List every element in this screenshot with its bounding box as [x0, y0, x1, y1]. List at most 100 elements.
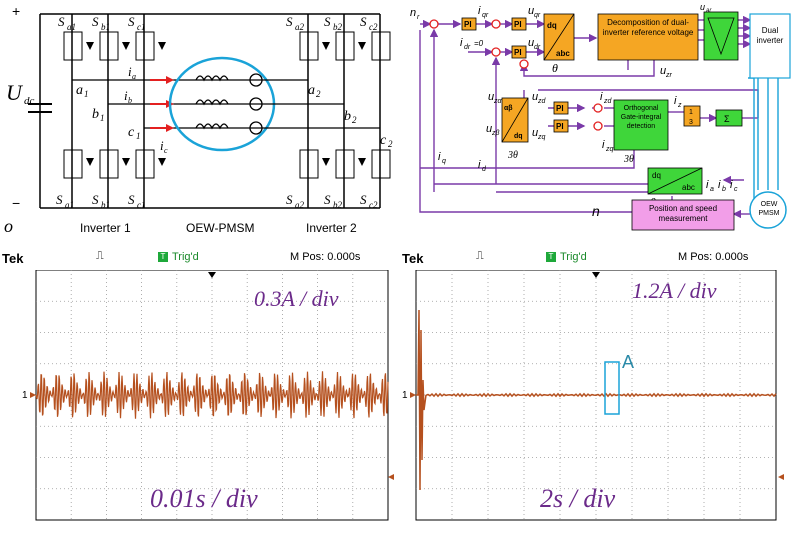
- svg-text:q: q: [442, 158, 446, 165]
- svg-text:i: i: [602, 139, 605, 151]
- svg-text:1: 1: [689, 109, 693, 116]
- svg-text:abc: abc: [682, 183, 695, 192]
- svg-text:n: n: [592, 203, 600, 219]
- control-diagram: PI PI PI PI PI dq abc θ Decomposition of…: [408, 0, 800, 240]
- dc-minus: −: [12, 195, 20, 211]
- svg-text:u: u: [532, 91, 538, 103]
- svg-text:u: u: [528, 5, 534, 17]
- leg-c1: [135, 14, 166, 208]
- svg-text:S: S: [360, 192, 367, 207]
- time-label: 0.01s / div: [150, 484, 258, 513]
- ch1-marker: [30, 392, 36, 398]
- scope-2-screen: 1 A: [402, 270, 784, 521]
- decomposition-block: [597, 13, 699, 61]
- svg-text:zq: zq: [605, 146, 614, 153]
- svg-text:zr: zr: [665, 72, 673, 79]
- svg-text:c2: c2: [369, 200, 378, 210]
- svg-text:PI: PI: [514, 20, 522, 29]
- svg-text:n: n: [410, 7, 416, 19]
- time-label: 2s / div: [540, 484, 616, 513]
- position-speed-block: [631, 199, 735, 231]
- svg-text:a: a: [132, 72, 136, 81]
- svg-text:i: i: [730, 179, 733, 191]
- svg-text:u: u: [486, 123, 492, 135]
- svg-text:S: S: [128, 14, 135, 29]
- svg-text:u: u: [660, 65, 666, 77]
- svg-text:a1: a1: [67, 22, 76, 32]
- svg-text:a: a: [76, 83, 83, 98]
- svg-text:PI: PI: [556, 122, 564, 131]
- dc-plus: +: [12, 3, 20, 19]
- svg-text:b: b: [344, 109, 351, 124]
- marker-box: [604, 361, 620, 415]
- svg-text:S: S: [286, 14, 293, 29]
- svg-text:i: i: [478, 159, 481, 171]
- svg-text:1: 1: [402, 390, 408, 401]
- svg-text:abc: abc: [556, 49, 570, 58]
- svg-text:S: S: [92, 14, 99, 29]
- svg-text:c: c: [128, 125, 135, 140]
- svg-text:zα: zα: [493, 98, 503, 105]
- svg-text:dq: dq: [652, 171, 661, 180]
- svg-text:zd: zd: [603, 98, 613, 105]
- svg-text:c1: c1: [137, 200, 146, 210]
- svg-text:qr: qr: [534, 12, 541, 19]
- sum-block: [715, 109, 743, 127]
- svg-text:b: b: [92, 107, 99, 122]
- svg-text:a: a: [308, 83, 315, 98]
- svg-text:=0: =0: [474, 39, 484, 48]
- svg-text:S: S: [128, 192, 135, 207]
- inverter2-label: Inverter 2: [306, 221, 357, 235]
- orthogonal-block: [613, 99, 669, 151]
- svg-text:i: i: [438, 151, 441, 163]
- udc-label: U: [6, 80, 24, 105]
- svg-text:2: 2: [316, 89, 321, 99]
- svg-text:S: S: [360, 14, 367, 29]
- svg-text:u: u: [528, 37, 534, 49]
- m-pos: M Pos: 0.000s: [290, 251, 361, 263]
- svg-text:i: i: [160, 138, 164, 153]
- svg-text:S: S: [56, 192, 63, 207]
- svg-text:c: c: [734, 186, 738, 193]
- svg-text:dq: dq: [547, 21, 557, 30]
- svg-text:2: 2: [352, 115, 357, 125]
- svg-text:i: i: [124, 88, 128, 103]
- m-pos: M Pos: 0.000s: [678, 251, 749, 263]
- svg-text:1: 1: [100, 113, 105, 123]
- pulse-icon: ⎍: [96, 250, 104, 262]
- svg-text:dr: dr: [464, 44, 471, 51]
- svg-text:r: r: [417, 14, 420, 21]
- motor-label: OEW-PMSM: [186, 221, 254, 235]
- control-svg: PI PI PI PI PI dq abc θ Decomposition of…: [410, 2, 791, 231]
- one-third-block: [683, 105, 701, 127]
- svg-text:a2: a2: [295, 22, 305, 32]
- trigger-level-marker: [778, 474, 784, 480]
- svg-text:2: 2: [388, 139, 393, 149]
- svg-text:z: z: [677, 102, 682, 109]
- trigger-marker: [592, 272, 600, 278]
- svg-text:S: S: [324, 192, 331, 207]
- svg-text:b2: b2: [333, 22, 343, 32]
- dual-inverter-block: [749, 13, 791, 79]
- svg-text:PI: PI: [556, 104, 564, 113]
- svg-text:i: i: [674, 95, 677, 107]
- trig-icon: T: [546, 252, 556, 263]
- svg-text:u: u: [532, 127, 538, 139]
- svpwm-block: [703, 11, 739, 61]
- trigger-marker: [208, 272, 216, 278]
- svg-text:Σ: Σ: [724, 114, 730, 124]
- pmsm-symbol: [749, 191, 787, 229]
- svg-text:3: 3: [689, 119, 693, 126]
- svg-text:a2: a2: [295, 200, 305, 210]
- svg-text:b1: b1: [101, 200, 110, 210]
- svg-text:S: S: [92, 192, 99, 207]
- trigger-level-marker: [388, 474, 394, 480]
- leg-b1: [99, 14, 130, 208]
- trig-icon: T: [158, 252, 168, 263]
- svg-text:c: c: [164, 146, 168, 155]
- svg-text:c1: c1: [137, 22, 146, 32]
